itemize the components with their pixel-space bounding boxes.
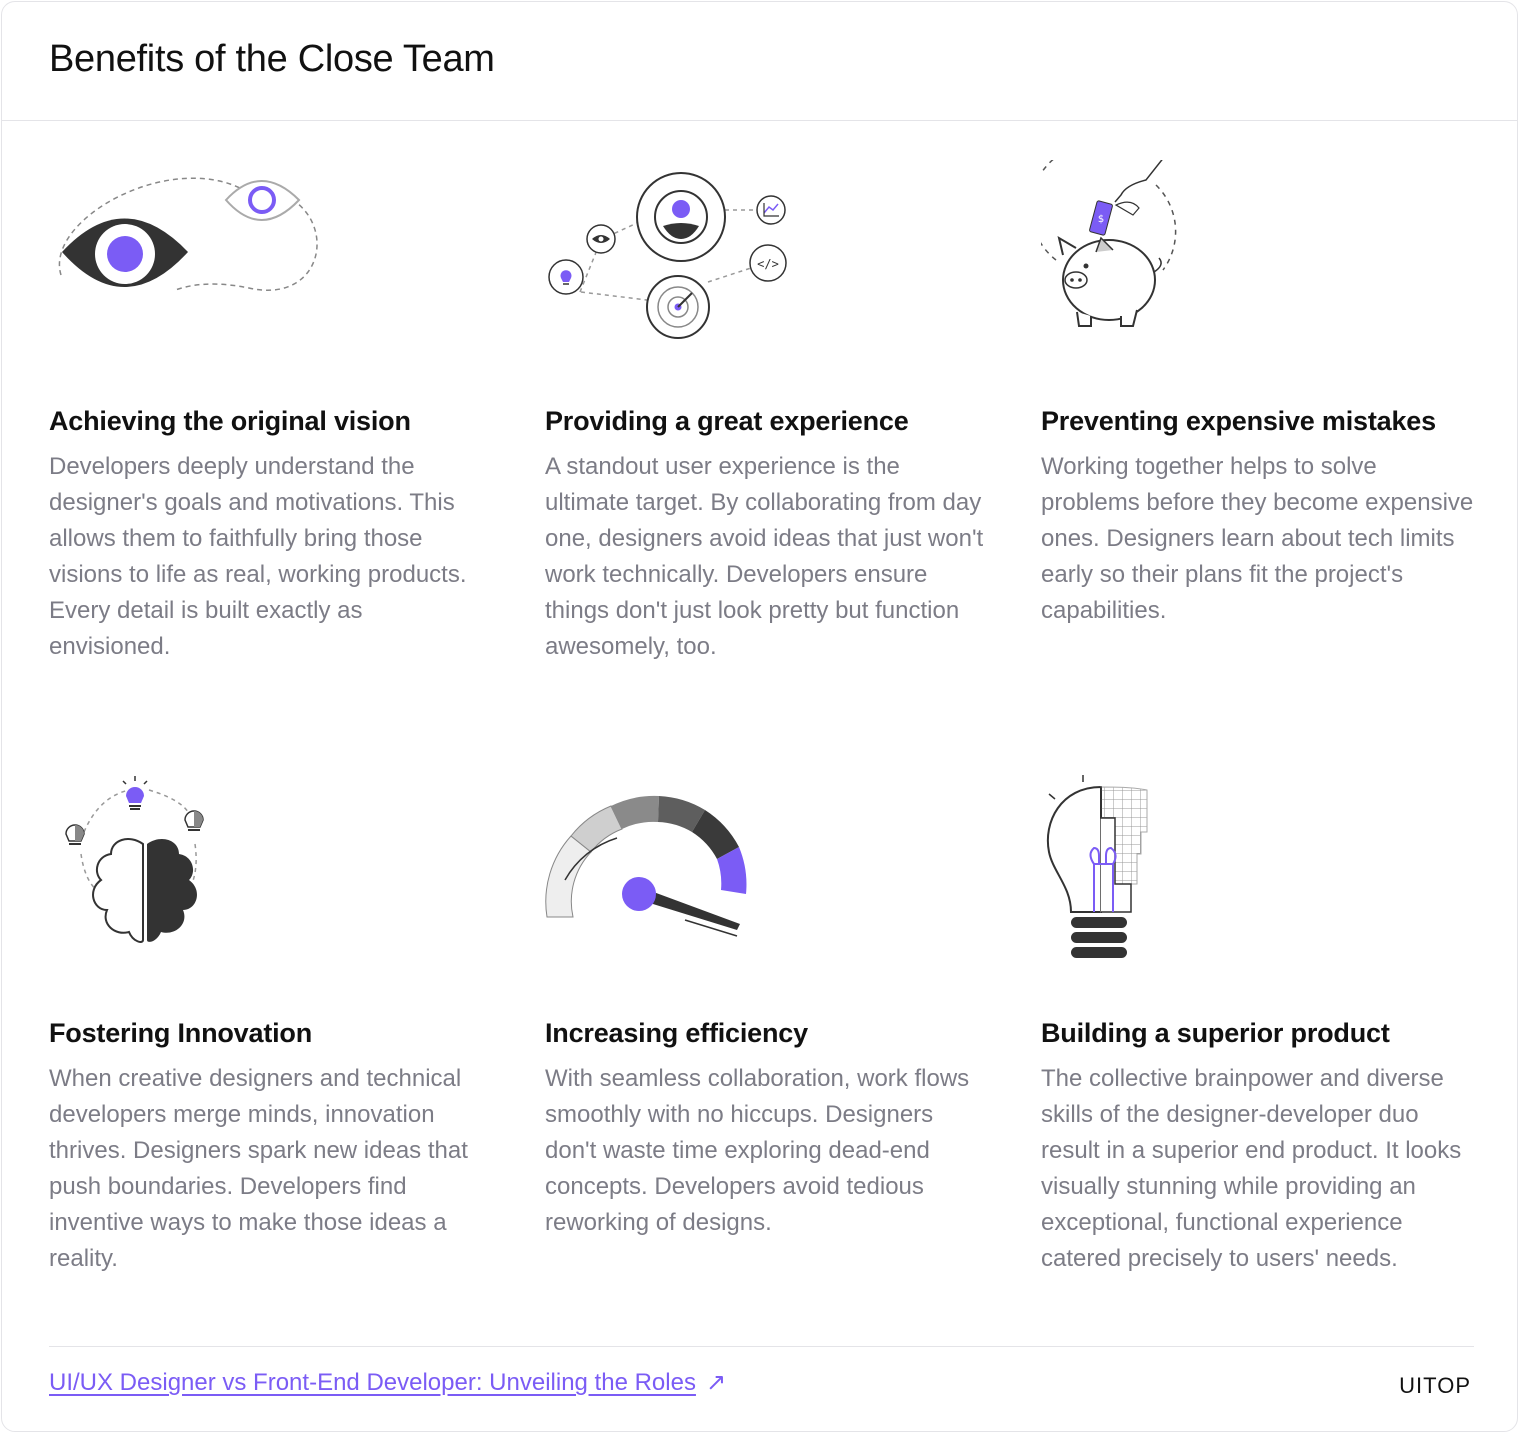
item-text: With seamless collaboration, work flows … (545, 1065, 970, 1236)
piggy-bank-icon: $ (1041, 160, 1177, 327)
item-text: Working together helps to solve problems… (1041, 453, 1474, 624)
item-text: The collective brainpower and diverse sk… (1041, 1065, 1462, 1272)
brain-ideas-icon (65, 776, 204, 943)
item-text: When creative designers and technical de… (49, 1065, 468, 1272)
page-title: Benefits of the Close Team (49, 38, 495, 80)
related-article-link-label: UI/UX Designer vs Front-End Developer: U… (49, 1369, 696, 1396)
eye-vision-icon (58, 177, 318, 291)
item-title: Fostering Innovation (49, 1018, 312, 1048)
item-title: Preventing expensive mistakes (1041, 406, 1436, 436)
svg-text:</>: </> (757, 257, 779, 271)
arrow-up-right-icon: ↗ (705, 1369, 727, 1396)
item-title: Achieving the original vision (49, 406, 411, 436)
item-title: Building a superior product (1041, 1018, 1390, 1048)
item-text: A standout user experience is the ultima… (545, 453, 984, 660)
speedometer-icon (545, 795, 747, 937)
card-header: Benefits of the Close Team (2, 2, 1517, 121)
item-title: Providing a great experience (545, 406, 909, 436)
lightbulb-blueprint-icon (1046, 775, 1148, 958)
user-network-icon: </> (548, 172, 787, 339)
brand-logo: UITOP (1399, 1373, 1471, 1398)
footer-divider (49, 1346, 1474, 1347)
item-title: Increasing efficiency (545, 1018, 808, 1048)
svg-text:$: $ (1098, 214, 1104, 225)
item-text: Developers deeply understand the designe… (49, 453, 467, 660)
related-article-link[interactable]: UI/UX Designer vs Front-End Developer: U… (49, 1368, 726, 1397)
